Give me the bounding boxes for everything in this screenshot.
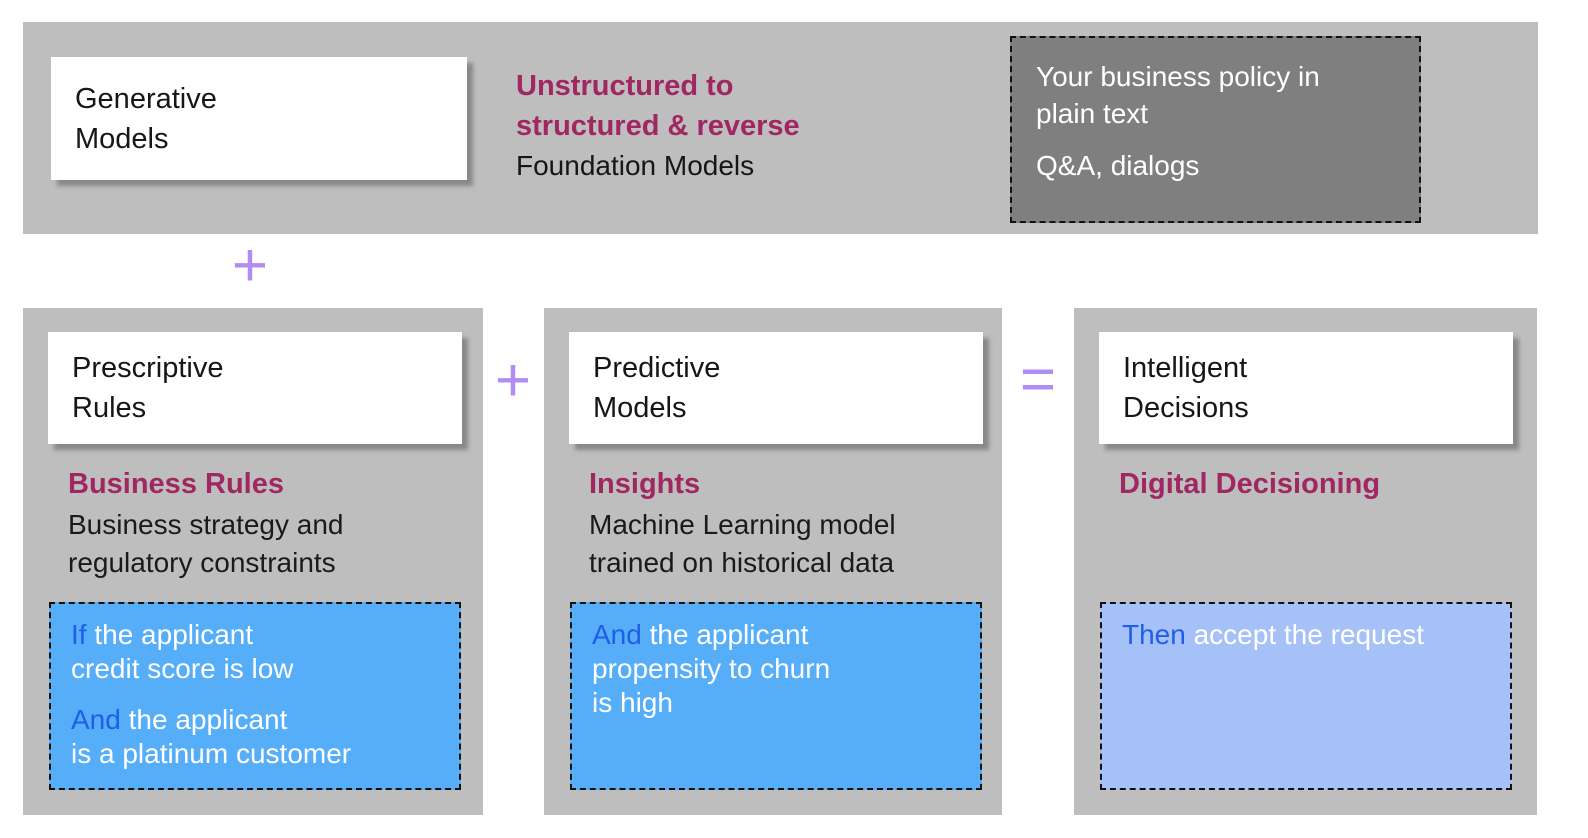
unstructured-caption: Unstructured to structured & reverse bbox=[516, 70, 800, 142]
insights-description: Machine Learning model trained on histor… bbox=[589, 509, 896, 578]
band-caption: Unstructured to structured & reverse Fou… bbox=[516, 66, 800, 185]
rule-statement: Then accept the request bbox=[1122, 618, 1490, 652]
plus-operator-mid: + bbox=[494, 345, 532, 415]
plus-operator-top: + bbox=[231, 230, 269, 300]
business-rules-heading: Business Rules bbox=[68, 468, 284, 500]
generative-models-title: Generative Models bbox=[75, 82, 217, 155]
rule-text: accept the request bbox=[1193, 619, 1424, 650]
generative-band: Generative Models Unstructured to struct… bbox=[23, 22, 1538, 234]
prescriptive-rules-panel: Prescriptive Rules Business Rules Busine… bbox=[23, 308, 483, 815]
and-rule-box: And the applicant propensity to churn is… bbox=[570, 602, 982, 790]
rule-statement: If the applicant credit score is low bbox=[71, 618, 439, 686]
digital-decisioning-heading: Digital Decisioning bbox=[1119, 468, 1381, 500]
policy-box-line1: Your business policy in plain text bbox=[1036, 61, 1320, 129]
rule-text: the applicant propensity to churn is hig… bbox=[592, 619, 831, 718]
predictive-models-card: Predictive Models bbox=[569, 332, 983, 444]
prescriptive-rules-title: Prescriptive Rules bbox=[72, 352, 224, 424]
policy-box-line2: Q&A, dialogs bbox=[1036, 150, 1200, 181]
insights-heading: Insights bbox=[589, 468, 701, 500]
rule-statement: And the applicant propensity to churn is… bbox=[592, 618, 960, 720]
business-policy-box: Your business policy in plain text Q&A, … bbox=[1010, 36, 1421, 223]
predictive-models-title: Predictive Models bbox=[593, 352, 721, 424]
if-rule-box: If the applicant credit score is low And… bbox=[49, 602, 461, 790]
predictive-models-panel: Predictive Models Insights Machine Learn… bbox=[544, 308, 1002, 815]
if-keyword: If bbox=[71, 619, 87, 650]
generative-models-card: Generative Models bbox=[51, 57, 467, 180]
rule-text: the applicant is a platinum customer bbox=[71, 704, 352, 769]
intelligent-decisions-card: Intelligent Decisions bbox=[1099, 332, 1513, 444]
rule-text: the applicant credit score is low bbox=[71, 619, 294, 684]
rule-statement: And the applicant is a platinum customer bbox=[71, 703, 439, 771]
then-rule-box: Then accept the request bbox=[1100, 602, 1512, 790]
intelligent-decisions-title: Intelligent Decisions bbox=[1123, 352, 1249, 424]
intelligent-decisions-panel: Intelligent Decisions Digital Decisionin… bbox=[1074, 308, 1537, 815]
business-rules-description: Business strategy and regulatory constra… bbox=[68, 509, 344, 578]
prescriptive-rules-card: Prescriptive Rules bbox=[48, 332, 462, 444]
then-keyword: Then bbox=[1122, 619, 1186, 650]
and-keyword: And bbox=[71, 704, 121, 735]
foundation-models-caption: Foundation Models bbox=[516, 150, 755, 181]
and-keyword: And bbox=[592, 619, 642, 650]
equals-operator: = bbox=[1019, 344, 1057, 414]
